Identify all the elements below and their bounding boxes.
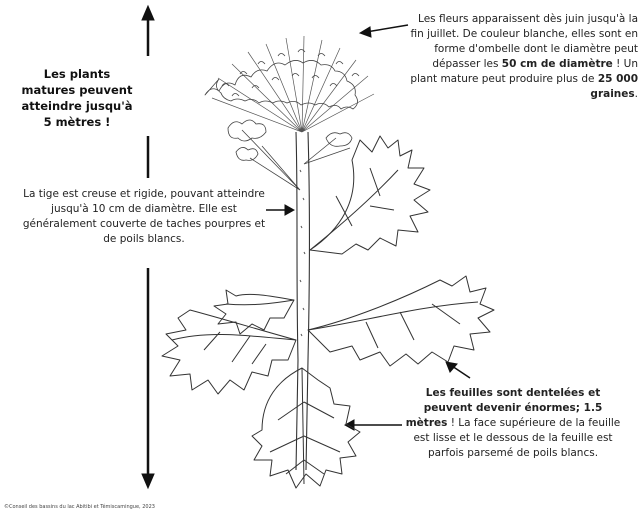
upper-left-leaf — [214, 290, 294, 334]
stem-spots — [300, 170, 305, 336]
flower-text-part3: . — [635, 88, 638, 100]
stem-pointer-arrow — [266, 205, 294, 215]
height-arrow — [142, 6, 154, 488]
upper-leaf — [310, 136, 430, 254]
leaf-description: Les feuilles sont dentelées et peuvent d… — [404, 386, 622, 461]
flower-text-bold2: 25 000 graines — [590, 73, 638, 100]
umbel-rays — [212, 36, 374, 132]
credit-line: ©Conseil des bassins du lac Abitibi et T… — [4, 504, 155, 511]
umbel-flowers — [205, 50, 359, 110]
middle-right-leaf — [308, 276, 494, 366]
flower-description: Les fleurs apparaissent dès juin jusqu'à… — [408, 12, 638, 102]
secondary-umbels — [228, 120, 352, 190]
flower-pointer-arrow — [360, 25, 408, 37]
leaf-pointer-arrow — [446, 362, 470, 378]
stem-description: La tige est creuse et rigide, pouvant at… — [22, 187, 266, 247]
height-label: Les plants matures peuvent atteindre jus… — [16, 66, 138, 130]
flower-text-bold1: 50 cm de diamètre — [502, 58, 613, 70]
